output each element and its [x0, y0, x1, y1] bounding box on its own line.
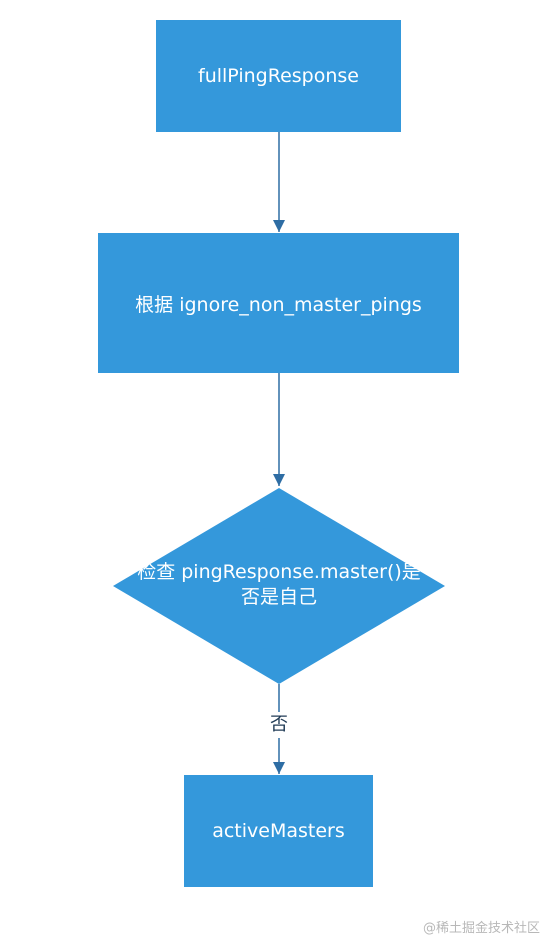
decision-label-line1: 检查 pingResponse.master()是: [137, 561, 421, 583]
node-full-ping-response: fullPingResponse: [156, 20, 401, 132]
node-active-masters-label: activeMasters: [212, 820, 345, 842]
decision-label: 检查 pingResponse.master()是 否是自己: [120, 560, 438, 610]
edge-label-no: 否: [266, 712, 292, 738]
node-ignore-non-master-pings-label: 根据 ignore_non_master_pings: [135, 293, 422, 316]
decision-diamond: [113, 488, 445, 684]
node-full-ping-response-label: fullPingResponse: [198, 65, 359, 87]
watermark: @稀土掘金技术社区: [422, 921, 540, 936]
decision-label-line2: 否是自己: [240, 586, 317, 608]
node-ignore-non-master-pings: 根据 ignore_non_master_pings: [98, 233, 459, 373]
node-active-masters: activeMasters: [184, 775, 373, 887]
